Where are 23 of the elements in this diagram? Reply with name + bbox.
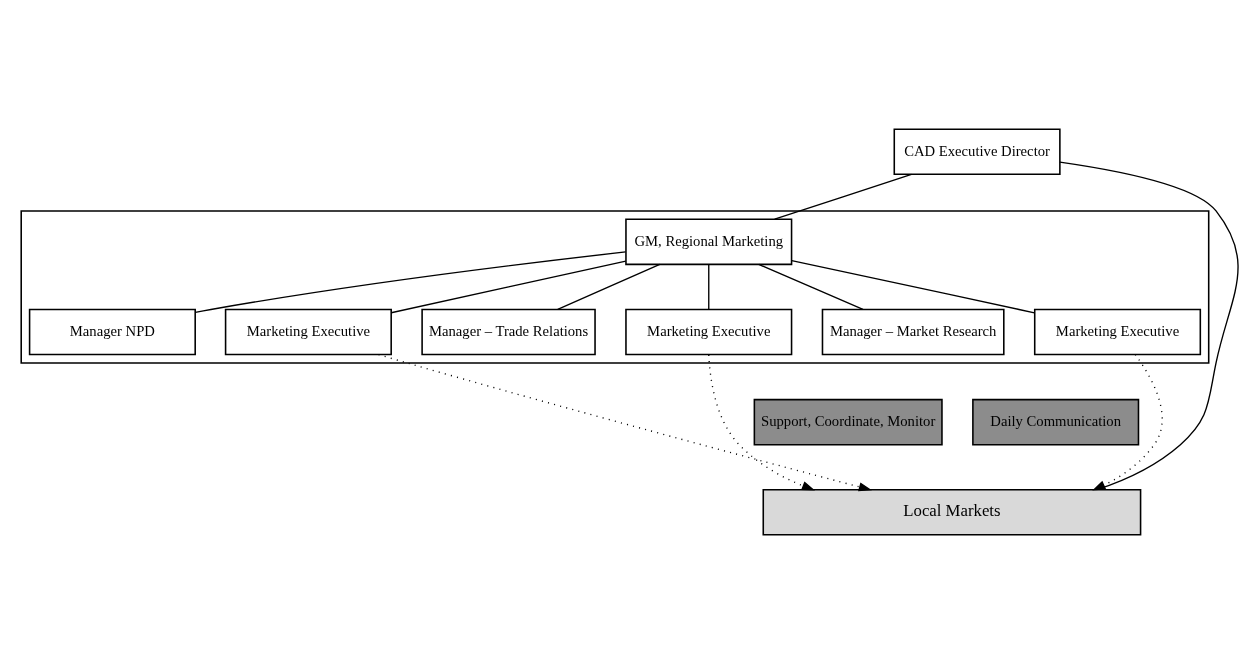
connector (758, 263, 864, 310)
arrow (377, 353, 872, 492)
node-box: Marketing Executive (224, 308, 392, 356)
connector (1059, 161, 1239, 491)
arrow (708, 354, 816, 491)
node-box: Manager NPD (28, 308, 196, 356)
node-box: Manager – Market Research (821, 308, 1005, 356)
node-box: Marketing Executive (625, 308, 793, 356)
node-box: CAD Executive Director (893, 128, 1061, 176)
cluster (20, 210, 1210, 364)
connector (194, 251, 627, 314)
node-box: Local Markets (762, 488, 1142, 536)
node-box: GM, Regional Marketing (625, 218, 793, 266)
connector (774, 173, 913, 220)
node-box: Manager – Trade Relations (421, 308, 596, 356)
connector (390, 260, 627, 314)
arrow (1092, 353, 1163, 491)
connector (708, 264, 710, 311)
node-box: Support, Coordinate, Monitor (753, 398, 943, 446)
connector (557, 263, 661, 310)
node-box: Daily Communication (972, 398, 1140, 446)
node-box: Marketing Executive (1033, 308, 1202, 356)
connector (791, 259, 1036, 314)
